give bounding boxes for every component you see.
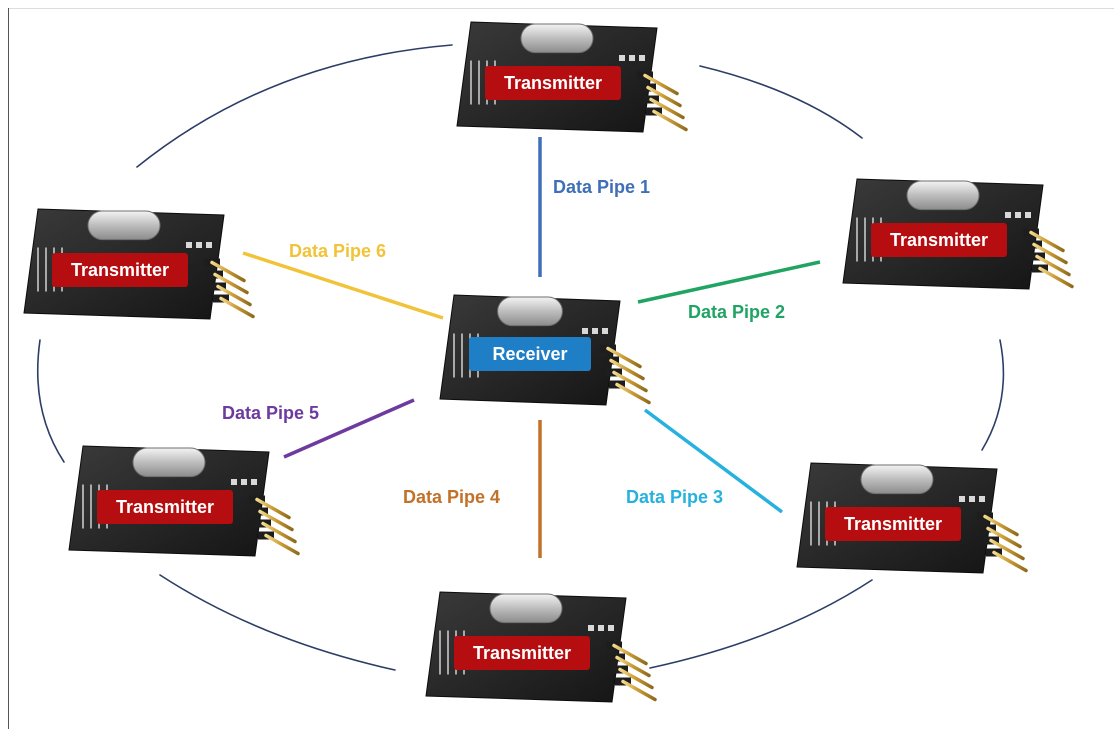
transmitter-label: Transmitter xyxy=(473,643,571,663)
pipe-label-2: Data Pipe 2 xyxy=(688,302,785,322)
pipe-line-6 xyxy=(242,251,444,320)
receiver-label: Receiver xyxy=(492,344,567,364)
crystal-oscillator xyxy=(87,210,161,241)
header-pins xyxy=(204,258,255,319)
transmitter-bottom-left: Transmitter xyxy=(68,445,300,557)
transmitter-label: Transmitter xyxy=(890,230,988,250)
solder-pads xyxy=(588,625,614,631)
header-pins xyxy=(1023,228,1074,289)
transmitter-right: Transmitter xyxy=(842,178,1074,290)
solder-pads xyxy=(582,328,608,334)
receiver-module: Receiver xyxy=(439,294,651,406)
frame-top-edge xyxy=(8,8,1114,9)
pipe-line-5 xyxy=(283,398,415,459)
transmitter-tag xyxy=(454,636,590,670)
ring-arc-left xyxy=(36,339,65,463)
transmitter-label: Transmitter xyxy=(71,260,169,280)
header-pins xyxy=(637,71,688,132)
solder-pads xyxy=(186,242,212,248)
transmitter-top: Transmitter xyxy=(456,21,688,133)
solder-pads xyxy=(1005,212,1031,218)
network-ring xyxy=(36,44,1005,671)
pipe-label-6: Data Pipe 6 xyxy=(289,241,386,261)
pipe-label-4: Data Pipe 4 xyxy=(403,487,500,507)
ring-arc-top-right xyxy=(699,65,863,139)
transmitter-tag xyxy=(825,507,961,541)
pipe-label-1: Data Pipe 1 xyxy=(553,177,650,197)
receiver-tag xyxy=(469,337,591,371)
crystal-oscillator xyxy=(497,296,563,327)
transmitter-tag xyxy=(871,223,1007,257)
crystal-oscillator xyxy=(906,180,980,211)
ring-arc-bottom-left xyxy=(159,574,396,671)
ring-arc-top-left xyxy=(136,44,453,168)
transmitter-bottom-right: Transmitter xyxy=(796,462,1028,574)
crystal-oscillator xyxy=(860,464,934,495)
crystal-oscillator xyxy=(489,593,563,624)
transmitter-tag xyxy=(97,490,233,524)
header-pins xyxy=(606,641,657,702)
ring-arc-bottom-right xyxy=(649,579,873,669)
pipe-line-3 xyxy=(643,408,784,514)
transmitter-label: Transmitter xyxy=(116,497,214,517)
crystal-oscillator xyxy=(520,23,594,54)
crystal-oscillator xyxy=(132,447,206,478)
pipe-label-3: Data Pipe 3 xyxy=(626,487,723,507)
transmitter-bottom: Transmitter xyxy=(425,591,657,703)
solder-pads xyxy=(959,496,985,502)
pipe-line-2 xyxy=(637,260,821,304)
transmitter-tag xyxy=(485,66,621,100)
pipe-label-5: Data Pipe 5 xyxy=(222,403,319,423)
solder-pads xyxy=(619,55,645,61)
solder-pads xyxy=(231,479,257,485)
header-pins xyxy=(977,512,1028,573)
transmitter-left: Transmitter xyxy=(23,208,255,320)
transmitter-label: Transmitter xyxy=(844,514,942,534)
header-pins xyxy=(249,495,300,556)
frame-left-edge xyxy=(8,8,9,729)
transmitter-tag xyxy=(52,253,188,287)
transmitter-label: Transmitter xyxy=(504,73,602,93)
ring-arc-right xyxy=(981,339,1005,451)
header-pins xyxy=(600,344,651,405)
